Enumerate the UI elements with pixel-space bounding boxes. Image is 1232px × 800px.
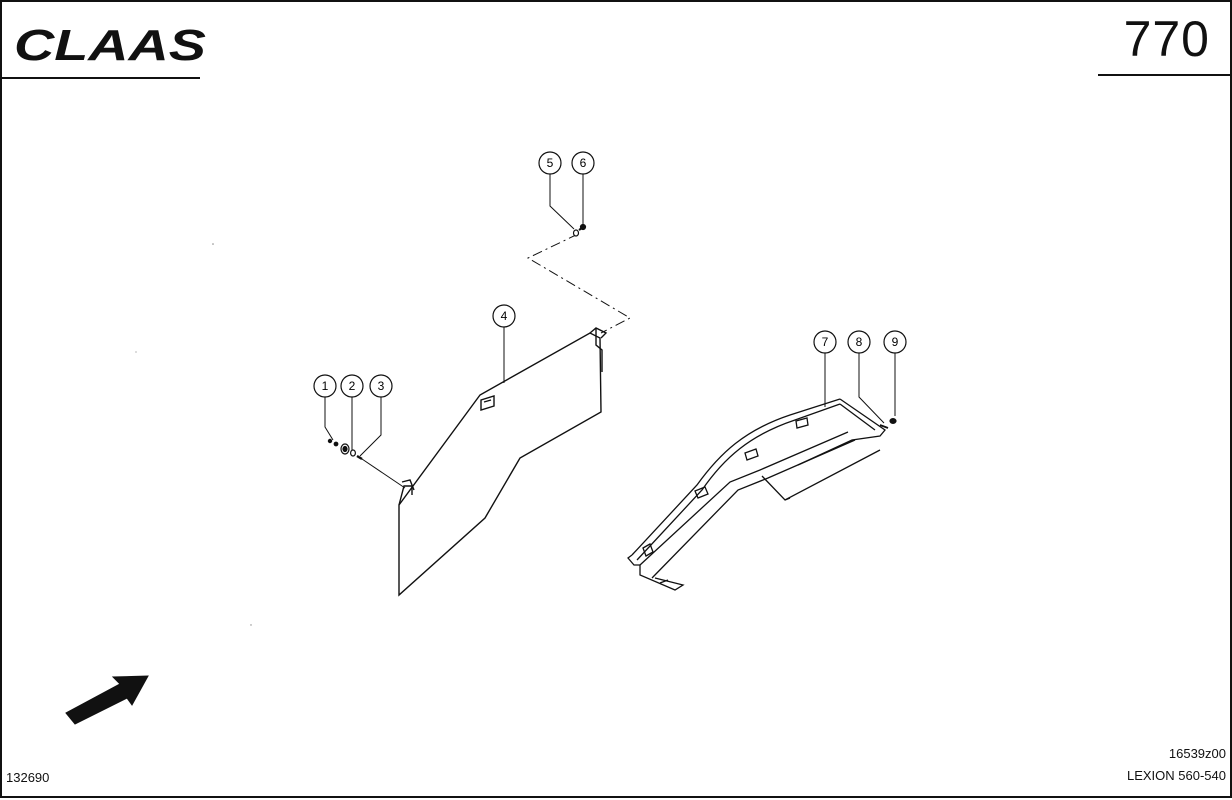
fastener-set-1-2-3 bbox=[327, 438, 363, 461]
svg-text:5: 5 bbox=[547, 156, 554, 170]
svg-text:8: 8 bbox=[856, 335, 863, 349]
callout-8: 8 bbox=[847, 330, 871, 354]
callout-3: 3 bbox=[369, 374, 393, 398]
callout-5: 5 bbox=[538, 151, 562, 175]
page-number: 770 bbox=[1123, 11, 1210, 67]
callout-leaders bbox=[324, 174, 896, 457]
curved-shield-part-7 bbox=[627, 398, 886, 591]
assembly-line-lower bbox=[361, 458, 406, 489]
scan-specks bbox=[135, 243, 252, 626]
callout-1: 1 bbox=[313, 374, 337, 398]
svg-text:2: 2 bbox=[349, 379, 356, 393]
svg-text:9: 9 bbox=[892, 335, 899, 349]
svg-text:7: 7 bbox=[822, 335, 829, 349]
svg-text:6: 6 bbox=[580, 156, 587, 170]
callout-7: 7 bbox=[813, 330, 837, 354]
reference-code: 16539z00 bbox=[1168, 746, 1226, 761]
side-panel-part-4 bbox=[398, 327, 608, 597]
svg-text:3: 3 bbox=[378, 379, 385, 393]
callout-6: 6 bbox=[571, 151, 595, 175]
fastener-set-8-9 bbox=[879, 418, 897, 429]
callout-2: 2 bbox=[340, 374, 364, 398]
svg-text:1: 1 bbox=[322, 379, 329, 393]
assembly-line-upper bbox=[526, 233, 632, 334]
claas-logo: CLAAS bbox=[14, 21, 206, 70]
svg-text:4: 4 bbox=[501, 309, 508, 323]
callout-4: 4 bbox=[492, 304, 516, 328]
callout-9: 9 bbox=[883, 330, 907, 354]
fastener-set-5-6 bbox=[572, 223, 587, 237]
drawing-id: 132690 bbox=[6, 770, 50, 785]
model-name: LEXION 560-540 bbox=[1126, 768, 1226, 783]
svg-text:CLAAS: CLAAS bbox=[14, 21, 206, 70]
direction-arrow-icon bbox=[65, 675, 149, 725]
